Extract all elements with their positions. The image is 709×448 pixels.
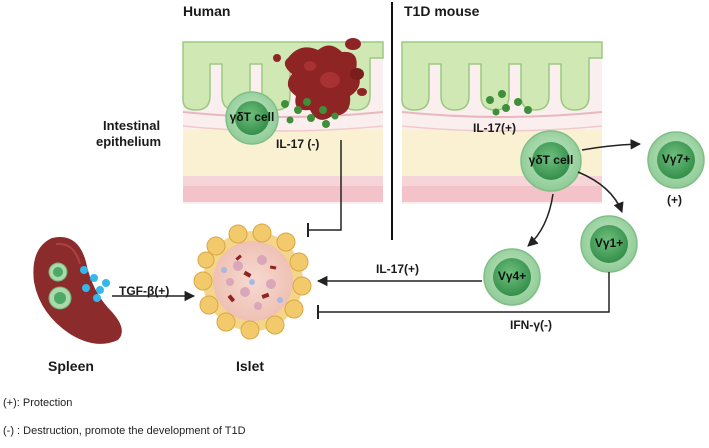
mouse-gdt-cell (520, 130, 582, 192)
vg7-label: Vγ7+ (661, 152, 691, 166)
tgf-label: TGF-β(+) (119, 284, 170, 298)
mouse-gdt-label: γδT cell (528, 153, 574, 167)
islet-illustration (193, 223, 312, 340)
vg1-arrow-label: IFN-γ(-) (510, 318, 552, 332)
vg4-arrow-label: IL-17(+) (376, 262, 420, 276)
arrow-to-vg7 (581, 139, 642, 151)
arrow-to-vg4 (527, 193, 554, 247)
intestinal-label-line1: Intestinal (103, 118, 161, 133)
mouse-granules (486, 90, 532, 116)
vg1-label: Vγ1+ (594, 236, 624, 250)
tgf-beta-molecules (80, 266, 110, 302)
vg4-label: Vγ4+ (497, 269, 527, 283)
islet-label: Islet (236, 358, 265, 374)
human-gdt-label: γδT cell (229, 110, 275, 124)
mouse-panel-title: T1D mouse (404, 3, 480, 19)
vg1-cell (580, 215, 638, 273)
inhibit-vg1-to-islet (318, 272, 610, 313)
human-il17-label: IL-17 (-) (276, 137, 320, 151)
human-granules (281, 98, 339, 128)
spleen-label: Spleen (48, 358, 94, 374)
human-gdt-cell (225, 91, 279, 145)
legend-destruction: (-) : Destruction, promote the developme… (3, 425, 246, 437)
vg7-cell (647, 131, 705, 189)
legend-protection: (+): Protection (3, 397, 73, 409)
human-panel-title: Human (183, 3, 231, 19)
arrow-to-vg1 (577, 171, 624, 213)
intestinal-label-line2: epithelium (96, 134, 162, 149)
vg7-effect-label: (+) (667, 193, 682, 207)
vg4-cell (483, 248, 541, 306)
spleen-illustration (33, 237, 122, 344)
mouse-il17-label: IL-17(+) (473, 121, 517, 135)
inhibit-human-il17 (308, 140, 342, 231)
